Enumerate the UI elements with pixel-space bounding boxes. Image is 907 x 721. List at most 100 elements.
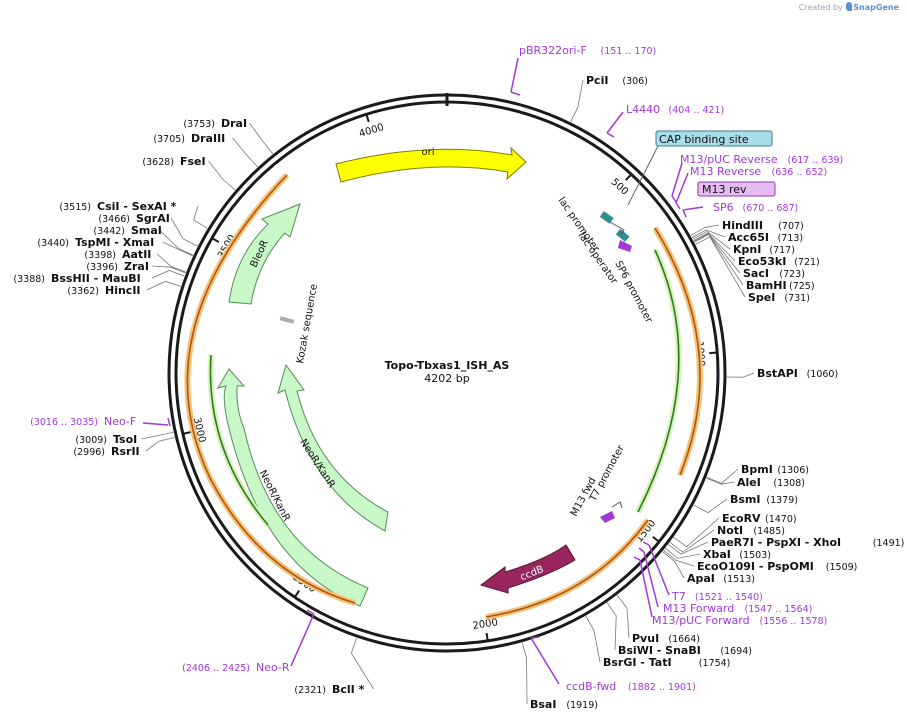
site-name-bsrgi-tati: BsrGI - TatI <box>603 656 672 669</box>
leader-bstapi <box>726 372 755 378</box>
site-name-rsrii: RsrII <box>111 445 140 458</box>
site-name-kpni: KpnI <box>733 243 761 256</box>
primer-name-neo-r: Neo-R <box>256 661 290 674</box>
site-labels: PciI(306)HindIII(707)Acc65I(713)KpnI(717… <box>13 74 904 711</box>
site-name-apai: ApaI <box>687 572 715 585</box>
leader-tsoi <box>141 431 174 440</box>
site-name-spei: SpeI <box>748 291 775 304</box>
primer-sp6: SP6(670 .. 687) <box>713 201 798 214</box>
site-pos-zrai: (3396) <box>86 262 118 273</box>
ori-label: ori <box>421 147 434 158</box>
orange-arrow-bottom <box>485 519 649 618</box>
cap-binding-glyph <box>599 211 614 224</box>
primer-pos-m13-puc-forward: (1556 .. 1578) <box>760 616 828 627</box>
site-name-bsshii-maubi: BssHII - MauBI <box>51 272 141 285</box>
site-pos-bstapi: (1060) <box>807 369 839 380</box>
snapgene-logo-icon <box>846 2 853 11</box>
site-zrai: (3396) ZraI <box>86 260 149 273</box>
primer-m13-forward: M13 Forward(1547 .. 1564) <box>663 602 812 615</box>
primer-mark-l4440 <box>606 111 624 138</box>
primer-mark-sp6 <box>682 206 704 218</box>
site-pos-saci: (723) <box>779 269 805 280</box>
site-pos-bcli: (2321) <box>294 685 326 696</box>
leader-rsrii <box>145 437 175 452</box>
primer-name-t7: T7 <box>671 590 686 603</box>
site-name-ecoo109i-pspomi: EcoO109I - PspOMI <box>697 560 814 573</box>
site-name-tspmi-xmai: TspMI - XmaI <box>75 236 154 249</box>
primer-pos-neo-r: (2406 .. 2425) <box>182 663 250 674</box>
leader-csii-sexai <box>193 205 208 229</box>
green-track-right <box>635 248 682 514</box>
leader-xbai <box>665 548 701 559</box>
leader-bsiwi-snabi <box>606 602 617 651</box>
t7-promoter-glyph <box>600 511 615 523</box>
site-name-tsoi: TsoI <box>113 433 137 446</box>
site-pos-bamhi: (725) <box>789 281 815 292</box>
site-name-ecorv: EcoRV <box>722 512 761 525</box>
site-name-drai: DraI <box>221 117 247 130</box>
leader-aatii <box>156 253 186 273</box>
site-acc65i: Acc65I(713) <box>728 231 803 244</box>
site-name-fsei: FseI <box>180 155 206 168</box>
site-name-aatii: AatII <box>122 248 151 261</box>
plasmid-length: 4202 bp <box>424 372 469 385</box>
leader-pvui <box>616 595 630 639</box>
site-pos-bsmi: (1379) <box>766 495 798 506</box>
site-name-bamhi: BamHI <box>746 279 787 292</box>
leader-eco53ki <box>693 232 736 262</box>
leader-bsshii-maubi <box>151 270 185 279</box>
site-pos-spei: (731) <box>784 293 810 304</box>
sp6-promoter-label: SP6 promoter <box>612 259 654 325</box>
leader-saci <box>693 233 741 274</box>
site-pos-xbai: (1503) <box>739 550 771 561</box>
leader-draiii <box>232 137 258 168</box>
site-pcii: PciI(306) <box>586 74 648 87</box>
leader-spei <box>695 236 746 298</box>
site-pos-draiii: (3705) <box>153 134 185 145</box>
site-fsei: (3628)FseI <box>142 155 205 168</box>
lac-promoter-glyph <box>609 221 625 236</box>
site-drai: (3753) DraI <box>183 117 247 130</box>
site-name-alei: AleI <box>737 476 761 489</box>
site-eco53ki: Eco53kI(721) <box>738 255 820 268</box>
primer-name-m13-puc-reverse: M13/pUC Reverse <box>680 153 778 166</box>
ccdb-arrow <box>479 544 576 594</box>
leader-kpni <box>692 230 731 250</box>
tick-mark-1500 <box>652 535 659 542</box>
site-name-bsiwi-snabi: BsiWI - SnaBI <box>618 644 701 657</box>
bleor-arrow <box>228 203 301 305</box>
site-bstapi: BstAPI(1060) <box>757 367 838 380</box>
site-pos-ecorv: (1470) <box>765 514 797 525</box>
site-kpni: KpnI(717) <box>733 243 795 256</box>
site-pos-bsai: (1919) <box>566 700 598 711</box>
tick-mark-3500 <box>212 237 220 243</box>
site-saci: SacI(723) <box>743 267 805 280</box>
primer-name-ccdb-fwd: ccdB-fwd <box>566 680 616 693</box>
site-name-smai: SmaI <box>131 224 162 237</box>
leader-sgrai <box>170 217 198 247</box>
site-pos-acc65i: (713) <box>778 233 804 244</box>
site-xbai: XbaI(1503) <box>703 548 771 561</box>
site-name-zrai: ZraI <box>124 260 149 273</box>
primer-pbr322ori-f: pBR322ori-F(151 .. 170) <box>519 44 656 57</box>
t7-promoter-label: T7 promoter <box>587 443 627 505</box>
site-name-paer7i-pspxi-xhoi: PaeR7I - PspXI - XhoI <box>711 536 841 549</box>
site-name-bsmi: BsmI <box>730 493 761 506</box>
credit-brand: SnapGene <box>853 3 899 12</box>
site-spei: SpeI (731) <box>748 291 810 304</box>
site-pos-tspmi-xmai: (3440) <box>37 238 69 249</box>
leader-bpmi <box>706 468 739 484</box>
primer-mark-m13-puc-reverse <box>671 162 683 203</box>
leader-hindiii <box>690 224 720 236</box>
site-bcli: (2321)BclI * <box>294 683 364 696</box>
ori-arrow <box>335 146 527 183</box>
site-ecorv: EcoRV (1470) <box>722 512 797 525</box>
primer-pos-ccdb-fwd: (1882 .. 1901) <box>628 682 696 693</box>
site-apai: ApaI(1513) <box>687 572 755 585</box>
primer-name-l4440: L4440 <box>626 103 660 116</box>
features-layer: ori ccdB BleoR NeoR/KanR NeoR/KanR lac p… <box>184 146 703 620</box>
tick-mark-1000 <box>709 351 717 355</box>
site-pos-drai: (3753) <box>183 119 215 130</box>
leader-bsmi <box>693 498 728 514</box>
leader-ecorv <box>673 517 720 548</box>
